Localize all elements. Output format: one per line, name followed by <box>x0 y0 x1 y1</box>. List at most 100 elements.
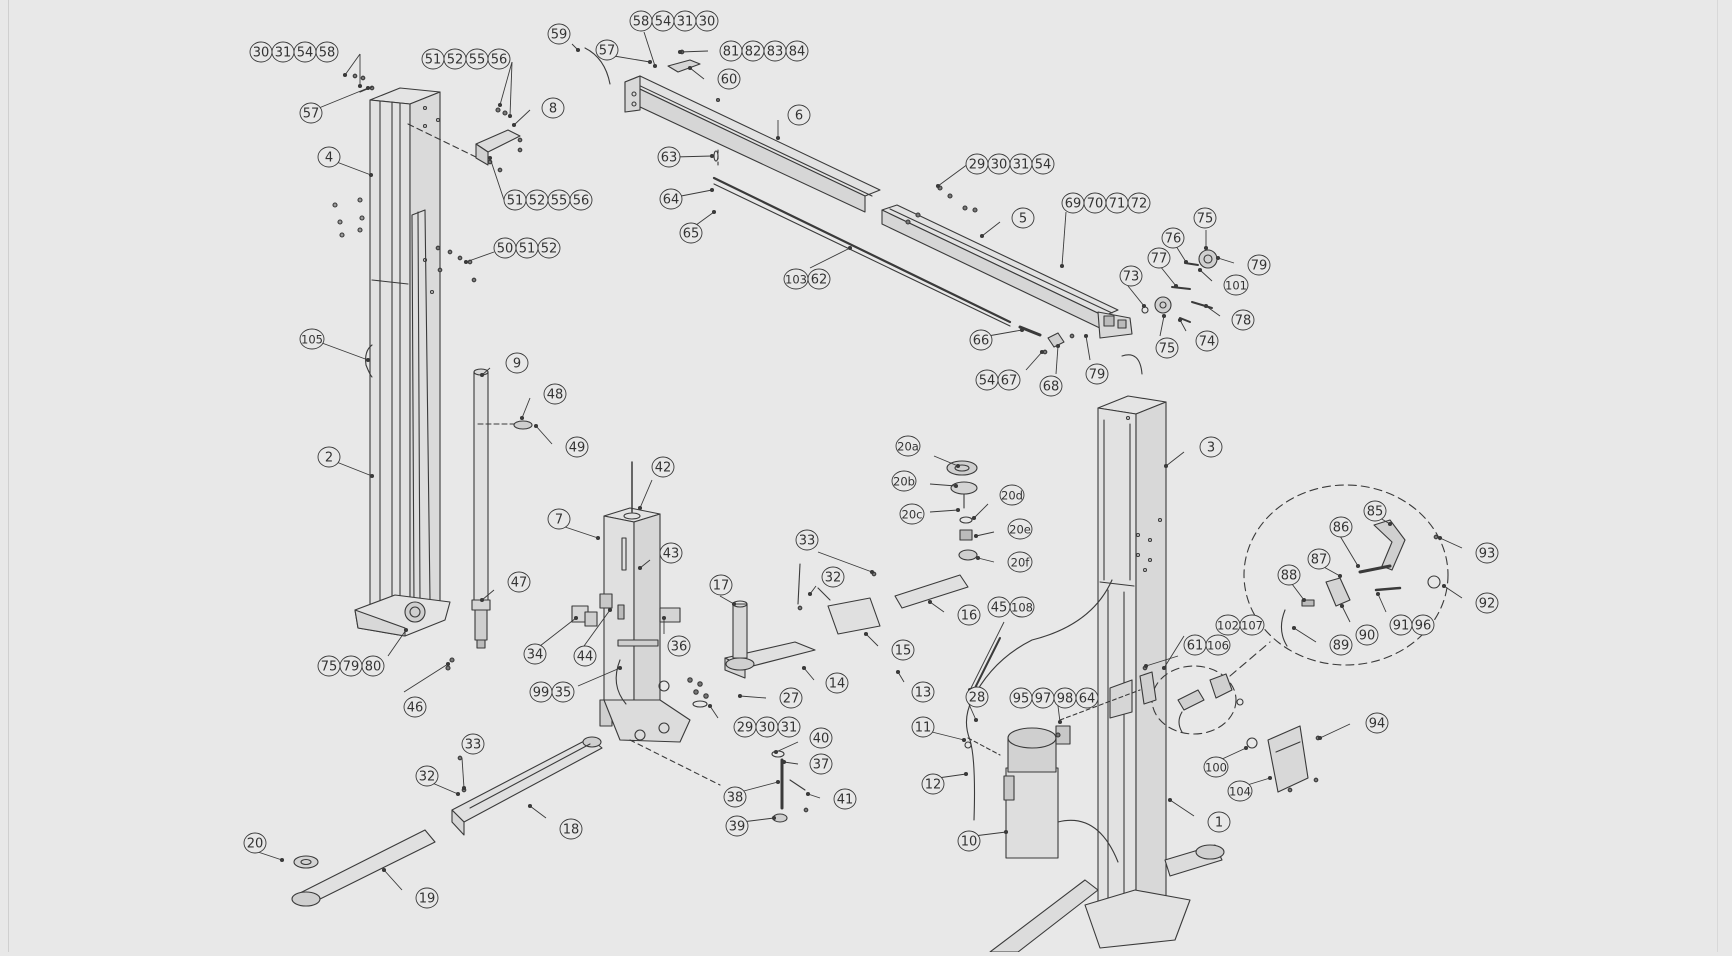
callout-4: 4 <box>317 146 341 168</box>
callout-label: 64 <box>663 193 680 208</box>
leader-arrow-tip <box>527 803 533 809</box>
callout-label: 75 <box>1159 342 1176 357</box>
callout-bubble <box>1227 780 1253 802</box>
callout-bubble <box>1329 516 1353 538</box>
callout-73: 73 <box>1119 265 1143 287</box>
callout-label: 44 <box>577 650 594 665</box>
callout-label: 101 <box>1225 279 1247 293</box>
leader-arrow-tip <box>573 615 579 621</box>
callout-65: 65 <box>679 222 703 244</box>
callout-leader-line <box>613 55 651 63</box>
callout-leader-line <box>1163 635 1185 669</box>
leader-arrow-tip <box>661 615 667 621</box>
callout-label: 73 <box>1123 270 1140 285</box>
callout-label: 72 <box>1131 197 1148 212</box>
callout-43: 43 <box>659 542 683 564</box>
callout-label: 88 <box>1281 569 1298 584</box>
callout-label: 45 <box>991 601 1008 616</box>
callout-bubble <box>1031 153 1055 175</box>
callout-20a: 20a <box>895 435 921 457</box>
callout-bubble <box>787 104 811 126</box>
callout-105: 105 <box>299 328 325 350</box>
callout-label: 20f <box>1011 556 1031 570</box>
callout-bubble <box>651 456 675 478</box>
callout-label: 9 <box>513 357 521 372</box>
callout-57: 57 <box>299 102 323 124</box>
callout-label: 31 <box>275 46 292 61</box>
callout-bubble <box>1329 634 1353 656</box>
callout-leader-line <box>719 595 735 605</box>
leader-arrow-tip <box>807 591 813 597</box>
callout-bubble <box>657 146 681 168</box>
callout-bubble <box>415 887 439 909</box>
callout-20d: 20d <box>999 484 1025 506</box>
callout-label: 18 <box>563 823 580 838</box>
leader-arrow-tip <box>368 172 374 178</box>
callout-label: 28 <box>969 691 986 706</box>
callout-17: 17 <box>709 574 733 596</box>
leader-arrow-tip <box>709 153 715 159</box>
callout-leader-line <box>1169 799 1195 817</box>
callout-bubble <box>725 815 749 837</box>
left-column-part <box>332 73 523 637</box>
leader-arrow-tip <box>1203 245 1209 251</box>
callout-label: 19 <box>419 892 436 907</box>
callout-16: 16 <box>957 604 981 626</box>
callout-label: 43 <box>663 547 680 562</box>
callout-20c: 20c <box>899 503 925 525</box>
callout-92: 92 <box>1475 592 1499 614</box>
leader-arrow-tip <box>1167 797 1173 803</box>
callout-bubble <box>1363 500 1387 522</box>
callout-bubble <box>315 41 339 63</box>
callout-label: 55 <box>469 53 486 68</box>
leader-arrow-tip <box>479 372 485 378</box>
callout-leader-line <box>1175 245 1187 263</box>
callout-bubble <box>1007 551 1033 573</box>
callout-leader-line <box>513 109 531 126</box>
callout-label: 79 <box>1089 368 1106 383</box>
callout-39: 39 <box>725 815 749 837</box>
callout-38: 38 <box>723 786 747 808</box>
callout-label: 7 <box>555 513 563 528</box>
callout-label: 65 <box>683 227 700 242</box>
callout-label: 20e <box>1009 523 1031 537</box>
callout-100: 100 <box>1203 756 1229 778</box>
leader-arrow-tip <box>1019 327 1025 333</box>
callout-bubble <box>403 696 427 718</box>
callout-33: 33 <box>461 733 485 755</box>
callout-label: 54 <box>979 374 996 389</box>
callout-label: 52 <box>447 53 464 68</box>
callout-bubble <box>1085 363 1109 385</box>
callout-bubble <box>833 788 857 810</box>
hydraulic-cylinder-part <box>445 368 533 671</box>
callout-leader-line <box>1179 319 1187 332</box>
callout-bubble <box>551 681 575 703</box>
callout-leader-line <box>969 621 1005 691</box>
callout-leader-line <box>817 551 873 573</box>
callout-leader-line <box>1219 747 1247 761</box>
callout-label: 37 <box>813 758 830 773</box>
leader-arrow-tip <box>463 259 469 265</box>
callout-label: 27 <box>783 692 800 707</box>
callout-leader-line <box>1055 345 1059 375</box>
leader-arrow-tip <box>1161 665 1167 671</box>
leader-arrow-tip <box>955 507 961 513</box>
callout-leader-line <box>977 557 995 563</box>
leader-arrow-tip <box>1083 333 1089 339</box>
callout-bubble <box>921 773 945 795</box>
leader-arrow-tip <box>1355 563 1361 569</box>
leader-arrow-tip <box>1317 735 1323 741</box>
leader-arrow-tip <box>773 749 779 755</box>
callout-label: 29 <box>969 158 986 173</box>
callout-label: 84 <box>789 45 806 60</box>
callout-leader-line <box>809 247 851 269</box>
callout-label: 35 <box>555 686 572 701</box>
leader-arrow-tip <box>1183 259 1189 265</box>
